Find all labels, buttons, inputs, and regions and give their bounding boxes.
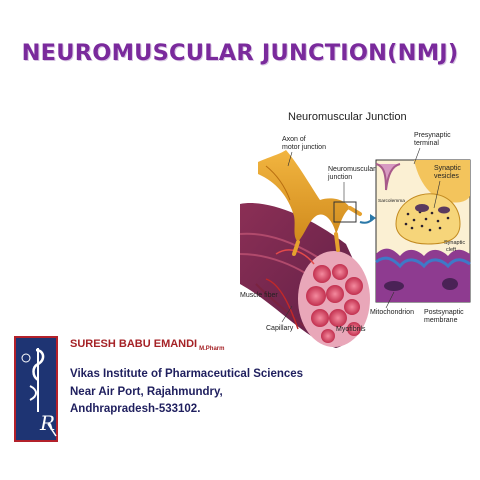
label-mitochondrion: Mitochondrion — [370, 309, 414, 316]
author-degree: M.Pharm — [199, 346, 225, 352]
label-presynaptic: Presynaptic — [414, 132, 451, 139]
institution-address: Vikas Institute of Pharmaceutical Scienc… — [70, 366, 303, 419]
label-axon-2: motor junction — [282, 144, 326, 151]
slide-title: NEUROMUSCULAR JUNCTION(NMJ) — [21, 40, 459, 66]
label-postsynaptic-2: membrane — [424, 317, 458, 324]
synapse-detail — [375, 159, 471, 303]
label-nmj-2: junction — [327, 174, 352, 181]
diagram-heading: Neuromuscular Junction — [288, 111, 407, 123]
nmj-diagram: Neuromuscular Junction — [236, 104, 474, 354]
label-cleft-2: cleft — [446, 247, 457, 253]
author-name: SURESH BABU EMANDI — [70, 338, 198, 350]
nmj-illustration: Neuromuscular Junction — [239, 111, 471, 348]
label-capillary: Capillary — [266, 325, 294, 332]
address-line-1: Near Air Port, Rajahmundry, — [70, 385, 223, 398]
label-sarcolemma: Sarcolemma — [378, 198, 405, 204]
label-muscle-fiber: Muscle fiber — [240, 292, 278, 299]
address-line-2: Andhrapradesh-533102. — [70, 403, 201, 415]
label-postsynaptic: Postsynaptic — [424, 309, 464, 316]
label-nmj: Neuromuscular — [328, 166, 376, 173]
label-vesicles: Synaptic — [434, 165, 461, 172]
motor-axon — [258, 150, 362, 256]
label-presynaptic-2: terminal — [414, 140, 439, 147]
label-axon: Axon of — [282, 136, 306, 143]
institute-logo: R — [14, 336, 58, 442]
label-myofibrils: Myofibrils — [336, 326, 366, 333]
institution-name: Vikas Institute of Pharmaceutical Scienc… — [70, 368, 304, 380]
label-vesicles-2: vesicles — [434, 173, 459, 180]
label-cleft: Synaptic — [444, 240, 465, 246]
